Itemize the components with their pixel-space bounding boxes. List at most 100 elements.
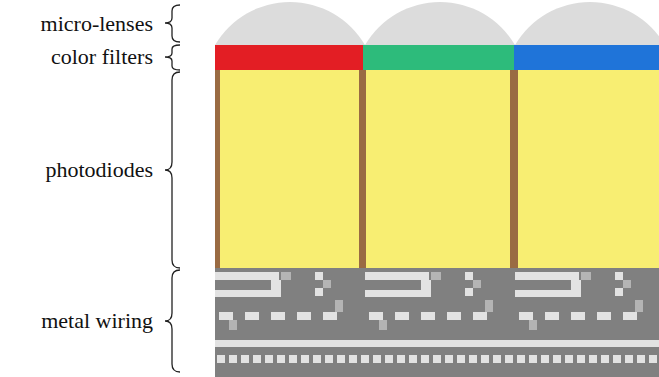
wire-segment [623, 312, 637, 320]
wire-segment [421, 312, 435, 320]
wire-segment [337, 355, 345, 363]
wire-segment [465, 288, 473, 296]
wire-segment [597, 312, 611, 320]
wire-segment [601, 355, 609, 363]
photodiode-layer [215, 70, 659, 268]
wire-segment [421, 280, 431, 290]
wire-segment [623, 280, 631, 288]
wire-segment [297, 312, 311, 320]
wire-segment [395, 312, 409, 320]
wire-segment [649, 355, 657, 363]
wire-segment [215, 340, 659, 347]
wire-segment [335, 300, 343, 312]
wire-segment [241, 355, 249, 363]
wire-segment [565, 355, 573, 363]
wire-segment [469, 355, 477, 363]
wire-segment [229, 355, 237, 363]
wire-segment [369, 312, 383, 320]
wire-segment [577, 355, 585, 363]
green-filter [363, 45, 514, 70]
separator [215, 70, 220, 268]
wire-segment [515, 272, 579, 280]
wire-segment [219, 312, 233, 320]
brackets [165, 5, 180, 372]
bracket [165, 5, 180, 42]
micro-lens [365, 2, 515, 45]
separator [359, 70, 366, 268]
wire-segment [505, 355, 513, 363]
wire-segment [215, 290, 281, 297]
wire-segment [361, 355, 369, 363]
wire-segment [473, 312, 487, 320]
wire-segment [323, 312, 337, 320]
wire-segment [465, 272, 473, 280]
wire-segment [447, 312, 461, 320]
wire-segment [365, 272, 429, 280]
layer-label: micro-lenses [41, 12, 153, 36]
wire-segment [625, 355, 633, 363]
micro-lens-row [215, 2, 659, 45]
wire-segment [615, 272, 623, 280]
wire-segment [265, 355, 273, 363]
wire-segment [323, 280, 331, 288]
wire-segment [349, 355, 357, 363]
layer-label: color filters [51, 45, 153, 69]
wire-segment [421, 355, 429, 363]
wire-segment [409, 355, 417, 363]
wire-segment [637, 355, 645, 363]
wire-segment [325, 355, 333, 363]
wire-segment [553, 355, 561, 363]
wire-segment [545, 312, 559, 320]
wire-segment [515, 290, 581, 297]
wire-segment [431, 272, 441, 280]
wire-segment [385, 355, 393, 363]
wire-segment [373, 355, 381, 363]
wire-segment [571, 280, 581, 290]
wire-segment [589, 355, 597, 363]
wire-segment [529, 355, 537, 363]
wire-segment [457, 355, 465, 363]
wire-segment [485, 300, 493, 312]
wire-segment [481, 355, 489, 363]
wire-segment [315, 288, 323, 296]
wire-segment [493, 355, 501, 363]
blue-filter [514, 45, 659, 70]
wire-segment [519, 312, 533, 320]
wire-segment [229, 320, 237, 330]
layer-label: photodiodes [45, 158, 153, 182]
wire-segment [397, 355, 405, 363]
wire-segment [571, 312, 585, 320]
wire-segment [301, 355, 309, 363]
wire-segment [281, 272, 291, 280]
wire-segment [315, 272, 323, 280]
wire-segment [379, 320, 387, 330]
micro-lens [515, 2, 659, 45]
red-filter [215, 45, 363, 70]
wire-segment [313, 355, 321, 363]
metal-wires [215, 272, 659, 363]
wire-segment [253, 355, 261, 363]
bracket [165, 270, 180, 372]
wire-segment [615, 288, 623, 296]
wire-segment [217, 355, 225, 363]
pixel-separators [215, 70, 518, 268]
separator [510, 70, 518, 268]
layer-label: metal wiring [41, 309, 153, 333]
wire-segment [365, 290, 431, 297]
wire-segment [271, 312, 285, 320]
wire-segment [277, 355, 285, 363]
wire-segment [541, 355, 549, 363]
wire-segment [635, 300, 643, 312]
wire-segment [271, 280, 281, 290]
micro-lens [215, 2, 365, 45]
wire-segment [613, 355, 621, 363]
bracket [165, 45, 180, 70]
wire-segment [289, 355, 297, 363]
wire-segment [473, 280, 481, 288]
wire-segment [445, 355, 453, 363]
wire-segment [581, 272, 591, 280]
wire-segment [517, 355, 525, 363]
wire-segment [215, 272, 279, 280]
wiring-layer [215, 268, 659, 377]
